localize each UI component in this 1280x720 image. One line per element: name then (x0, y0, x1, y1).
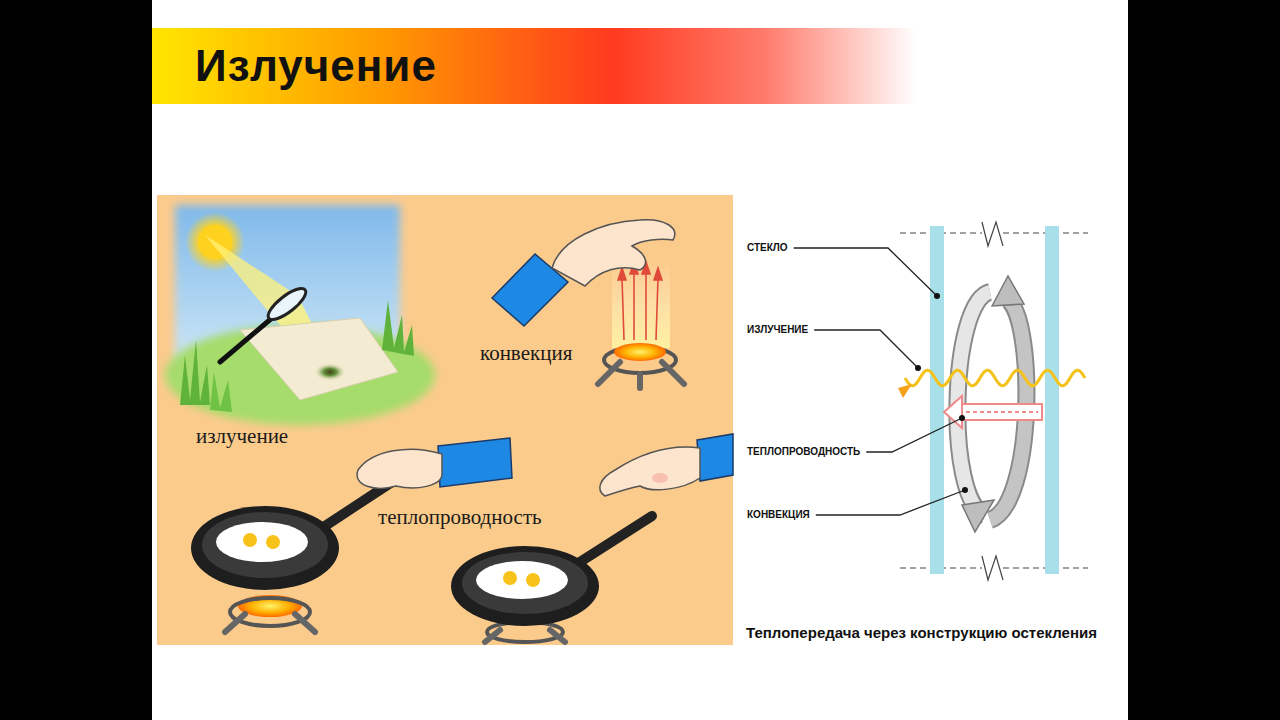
heat-transfer-illustration-part (225, 614, 245, 632)
glazing-diagram-part-part (982, 222, 1003, 246)
heat-transfer-illustration-part (216, 522, 308, 562)
heat-transfer-illustration (157, 195, 733, 645)
callout-label: ТЕПЛОПРОВОДНОСТЬ (747, 446, 860, 458)
heat-transfer-illustration-part (314, 363, 346, 381)
leader-dot (934, 293, 940, 299)
leader-line (814, 330, 918, 368)
glazing-diagram-part (930, 226, 944, 574)
slide-title: Излучение (195, 42, 437, 90)
glazing-diagram-part-part (982, 556, 1003, 580)
glazing-diagram-part (966, 411, 1038, 413)
heat-transfer-illustration-part (191, 506, 339, 590)
glazing-diagram-part (944, 396, 962, 428)
leader-line (816, 490, 965, 515)
heat-transfer-illustration-part (503, 571, 517, 585)
heat-transfer-illustration-part (264, 284, 310, 325)
heat-transfer-illustration-part (202, 512, 328, 578)
glazing-diagram-part (1045, 226, 1059, 574)
heat-transfer-illustration-part (618, 262, 662, 340)
heat-transfer-illustration-part (476, 561, 568, 599)
heat-transfer-illustration-part (697, 434, 733, 481)
heat-transfer-illustration-part (598, 362, 620, 384)
heat-transfer-illustration-part-part (618, 268, 626, 280)
heat-transfer-illustration-part (382, 300, 414, 356)
glazing-diagram (898, 222, 1088, 580)
heat-transfer-illustration-part (230, 598, 310, 626)
figure-caption: Теплопередача через конструкцию остеклен… (746, 624, 1097, 642)
heat-transfer-illustration-part (180, 340, 210, 405)
heat-transfer-illustration-part (580, 516, 652, 562)
leader-line (866, 418, 962, 452)
heat-transfer-illustration-part (462, 552, 588, 614)
heat-transfer-illustration-part (550, 630, 565, 642)
heat-transfer-illustration-part (451, 546, 599, 626)
illustration-label: теплопроводность (378, 505, 542, 530)
heat-transfer-illustration-part-part (656, 278, 658, 340)
heat-transfer-illustration-part (600, 447, 700, 496)
heat-transfer-illustration-part (438, 438, 512, 487)
heat-transfer-illustration-part-part (654, 268, 662, 280)
heat-transfer-illustration-part (662, 362, 684, 384)
leader-dot (959, 415, 965, 421)
heat-transfer-illustration-part-part (633, 272, 635, 340)
heat-transfer-illustration-part (614, 343, 666, 361)
heat-transfer-illustration-part-part (645, 272, 647, 340)
glazing-diagram-part (992, 276, 1024, 306)
heat-transfer-illustration-part (652, 473, 668, 483)
leader-dot (962, 487, 968, 493)
heat-transfer-illustration-part (552, 220, 675, 286)
heat-transfer-illustration-part (157, 195, 733, 645)
glazing-diagram-part (898, 384, 912, 398)
heat-transfer-illustration-part (266, 535, 280, 549)
callout-label: ИЗЛУЧЕНИЕ (747, 324, 808, 336)
leader-dot (915, 365, 921, 371)
heat-transfer-illustration-part (210, 372, 232, 412)
slide-ground (152, 0, 1128, 720)
callout-label: СТЕКЛО (747, 242, 788, 254)
illustration-label: излучение (196, 424, 288, 449)
heat-transfer-illustration-part (637, 374, 643, 388)
heat-transfer-illustration-part (220, 318, 272, 362)
heat-transfer-illustration-part (612, 262, 670, 348)
title-band (152, 28, 917, 104)
heat-transfer-illustration-part (485, 630, 500, 642)
heat-transfer-illustration-part (295, 614, 315, 632)
heat-transfer-illustration-part-part (622, 278, 624, 340)
glazing-diagram-part (900, 233, 1088, 568)
illustration-label: конвекция (480, 341, 572, 366)
heat-transfer-illustration-part (243, 533, 257, 547)
glazing-diagram-part (962, 404, 1042, 420)
glazing-diagram-part (905, 370, 1085, 386)
leader-line (794, 248, 937, 296)
heat-transfer-illustration-part (357, 449, 442, 488)
heat-transfer-illustration-part (526, 573, 540, 587)
callout-label: КОНВЕКЦИЯ (747, 509, 810, 521)
heat-transfer-illustration-part (240, 318, 398, 400)
